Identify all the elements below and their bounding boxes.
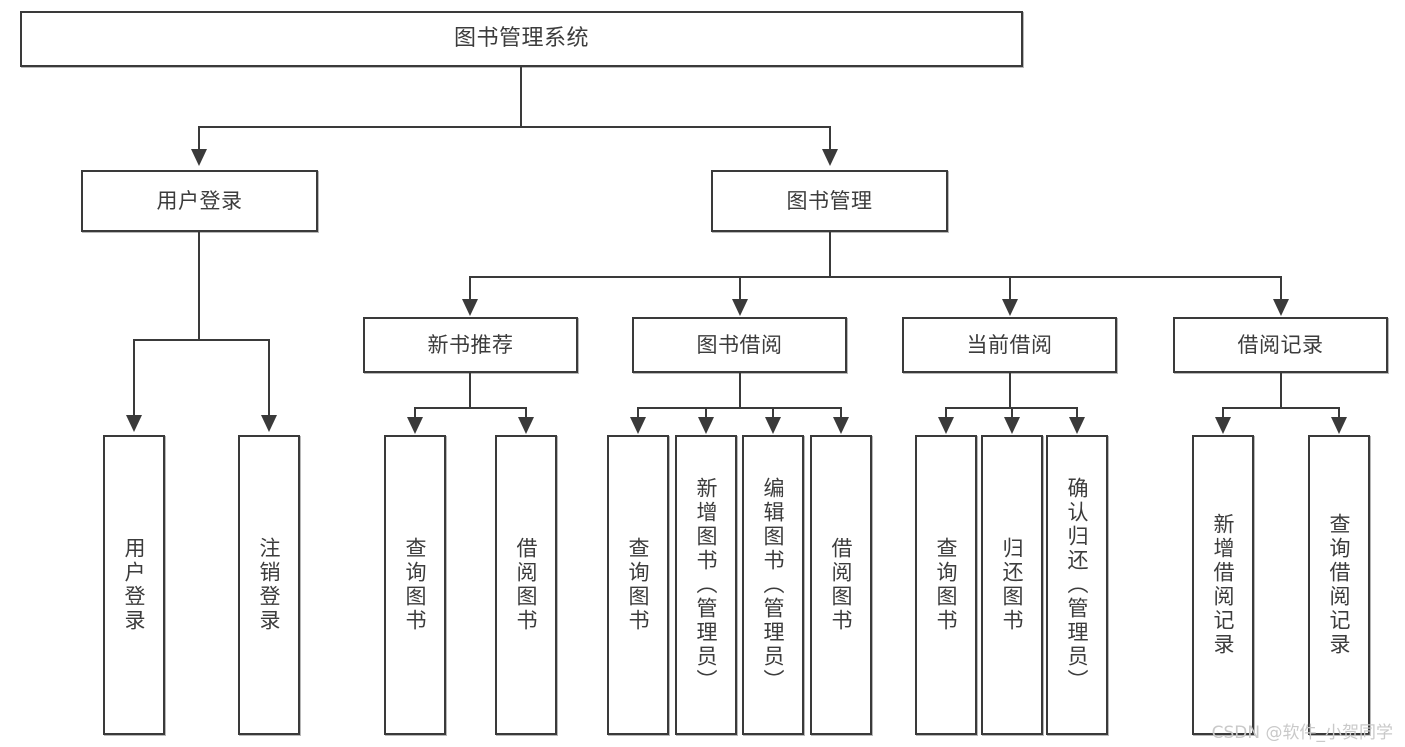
- arrowhead-g0-to-leaf-0: [407, 417, 423, 434]
- arrowhead-g2-to-leaf-0: [938, 417, 954, 434]
- arrowhead-g0-to-leaf-1: [518, 417, 534, 434]
- arrowhead-g3-to-leaf-0: [1215, 417, 1231, 434]
- connector-root-stem: [520, 67, 522, 127]
- node-label: 查询图书: [403, 537, 428, 633]
- node-current-borrow[interactable]: 当前借阅: [902, 317, 1117, 373]
- node-label: 用户登录: [122, 537, 147, 633]
- connector-g0-to-leaf-0: [414, 407, 416, 419]
- node-label: 当前借阅: [966, 332, 1053, 357]
- node-new-book-recommend[interactable]: 新书推荐: [363, 317, 578, 373]
- arrowhead-g1-to-leaf-1: [698, 417, 714, 434]
- connector-bookmgmt-to-g2: [1009, 276, 1011, 301]
- arrowhead-g2-to-leaf-2: [1069, 417, 1085, 434]
- node-label: 图书管理系统: [453, 26, 589, 52]
- leaf-recommend-query-book[interactable]: 查询图书: [384, 435, 446, 735]
- connector-bookmgmt-to-g0: [469, 276, 471, 301]
- node-label: 查询借阅记录: [1327, 513, 1352, 657]
- connector-bookmgmt-to-g1: [739, 276, 741, 301]
- leaf-current-confirm-return-admin[interactable]: 确认归还（管理员）: [1046, 435, 1108, 735]
- connector-g0-bus: [414, 407, 527, 409]
- connector-bookmgmt-to-g3: [1280, 276, 1282, 301]
- connector-g3-to-leaf-0: [1222, 407, 1224, 419]
- node-label: 归还图书: [1000, 537, 1025, 633]
- arrowhead-g1-to-leaf-2: [765, 417, 781, 434]
- node-label: 图书借阅: [696, 332, 783, 357]
- arrowhead-bookmgmt-to-g3: [1273, 299, 1289, 316]
- leaf-recommend-borrow-book[interactable]: 借阅图书: [495, 435, 557, 735]
- connector-g1-stem: [739, 373, 741, 408]
- connector-g1-to-leaf-2: [772, 407, 774, 419]
- watermark-text: CSDN @软件_小贺同学: [1211, 723, 1393, 743]
- node-label: 用户登录: [156, 188, 243, 213]
- arrowhead-root-to-login: [191, 149, 207, 166]
- node-label: 新书推荐: [427, 332, 514, 357]
- node-root-system[interactable]: 图书管理系统: [20, 11, 1023, 67]
- connector-g3-bus: [1222, 407, 1340, 409]
- connector-login-stem: [198, 232, 200, 340]
- node-book-management[interactable]: 图书管理: [711, 170, 948, 232]
- arrowhead-bookmgmt-to-g2: [1002, 299, 1018, 316]
- connector-root-to-bookmgmt: [829, 126, 831, 151]
- arrowhead-bookmgmt-to-g1: [732, 299, 748, 316]
- node-label: 注销登录: [257, 537, 282, 633]
- connector-root-to-login: [198, 126, 200, 151]
- connector-g2-to-leaf-0: [945, 407, 947, 419]
- leaf-current-query-book[interactable]: 查询图书: [915, 435, 977, 735]
- node-label: 确认归还（管理员）: [1065, 477, 1090, 693]
- connector-login-to-leaf-0: [133, 339, 135, 417]
- node-label: 借阅记录: [1237, 332, 1324, 357]
- connector-bookmgmt-stem: [829, 232, 831, 277]
- arrowhead-g1-to-leaf-3: [833, 417, 849, 434]
- arrowhead-g3-to-leaf-1: [1331, 417, 1347, 434]
- node-label: 新增借阅记录: [1211, 513, 1236, 657]
- leaf-borrow-query-book[interactable]: 查询图书: [607, 435, 669, 735]
- node-label: 借阅图书: [514, 537, 539, 633]
- arrowhead-g1-to-leaf-0: [630, 417, 646, 434]
- arrowhead-login-to-leaf-0: [126, 415, 142, 432]
- node-label: 查询图书: [626, 537, 651, 633]
- arrowhead-login-to-leaf-1: [261, 415, 277, 432]
- connector-g1-bus: [637, 407, 842, 409]
- leaf-borrow-add-book-admin[interactable]: 新增图书（管理员）: [675, 435, 737, 735]
- node-borrow-record[interactable]: 借阅记录: [1173, 317, 1388, 373]
- connector-login-bus: [133, 339, 269, 341]
- leaf-borrow-edit-book-admin[interactable]: 编辑图书（管理员）: [742, 435, 804, 735]
- leaf-record-add-record[interactable]: 新增借阅记录: [1192, 435, 1254, 735]
- arrowhead-g2-to-leaf-1: [1004, 417, 1020, 434]
- connector-login-to-leaf-1: [268, 339, 270, 417]
- leaf-borrow-borrow-book[interactable]: 借阅图书: [810, 435, 872, 735]
- connector-g3-to-leaf-1: [1338, 407, 1340, 419]
- node-label: 借阅图书: [829, 537, 854, 633]
- leaf-user-login-login[interactable]: 用户登录: [103, 435, 165, 735]
- connector-g1-to-leaf-0: [637, 407, 639, 419]
- leaf-current-return-book[interactable]: 归还图书: [981, 435, 1043, 735]
- leaf-user-login-logout[interactable]: 注销登录: [238, 435, 300, 735]
- node-label: 查询图书: [934, 537, 959, 633]
- node-label: 图书管理: [786, 188, 873, 213]
- connector-g0-to-leaf-1: [525, 407, 527, 419]
- leaf-record-query-record[interactable]: 查询借阅记录: [1308, 435, 1370, 735]
- connector-g2-stem: [1009, 373, 1011, 408]
- connector-bookmgmt-bus: [469, 276, 1282, 278]
- connector-g3-stem: [1280, 373, 1282, 408]
- connector-g1-to-leaf-1: [705, 407, 707, 419]
- node-label: 新增图书（管理员）: [694, 477, 719, 693]
- arrowhead-root-to-bookmgmt: [822, 149, 838, 166]
- node-user-login[interactable]: 用户登录: [81, 170, 318, 232]
- node-book-borrow[interactable]: 图书借阅: [632, 317, 847, 373]
- connector-g0-stem: [469, 373, 471, 408]
- connector-g2-to-leaf-1: [1011, 407, 1013, 419]
- connector-g1-to-leaf-3: [840, 407, 842, 419]
- node-label: 编辑图书（管理员）: [761, 477, 786, 693]
- connector-root-bus: [198, 126, 831, 128]
- arrowhead-bookmgmt-to-g0: [462, 299, 478, 316]
- connector-g2-to-leaf-2: [1076, 407, 1078, 419]
